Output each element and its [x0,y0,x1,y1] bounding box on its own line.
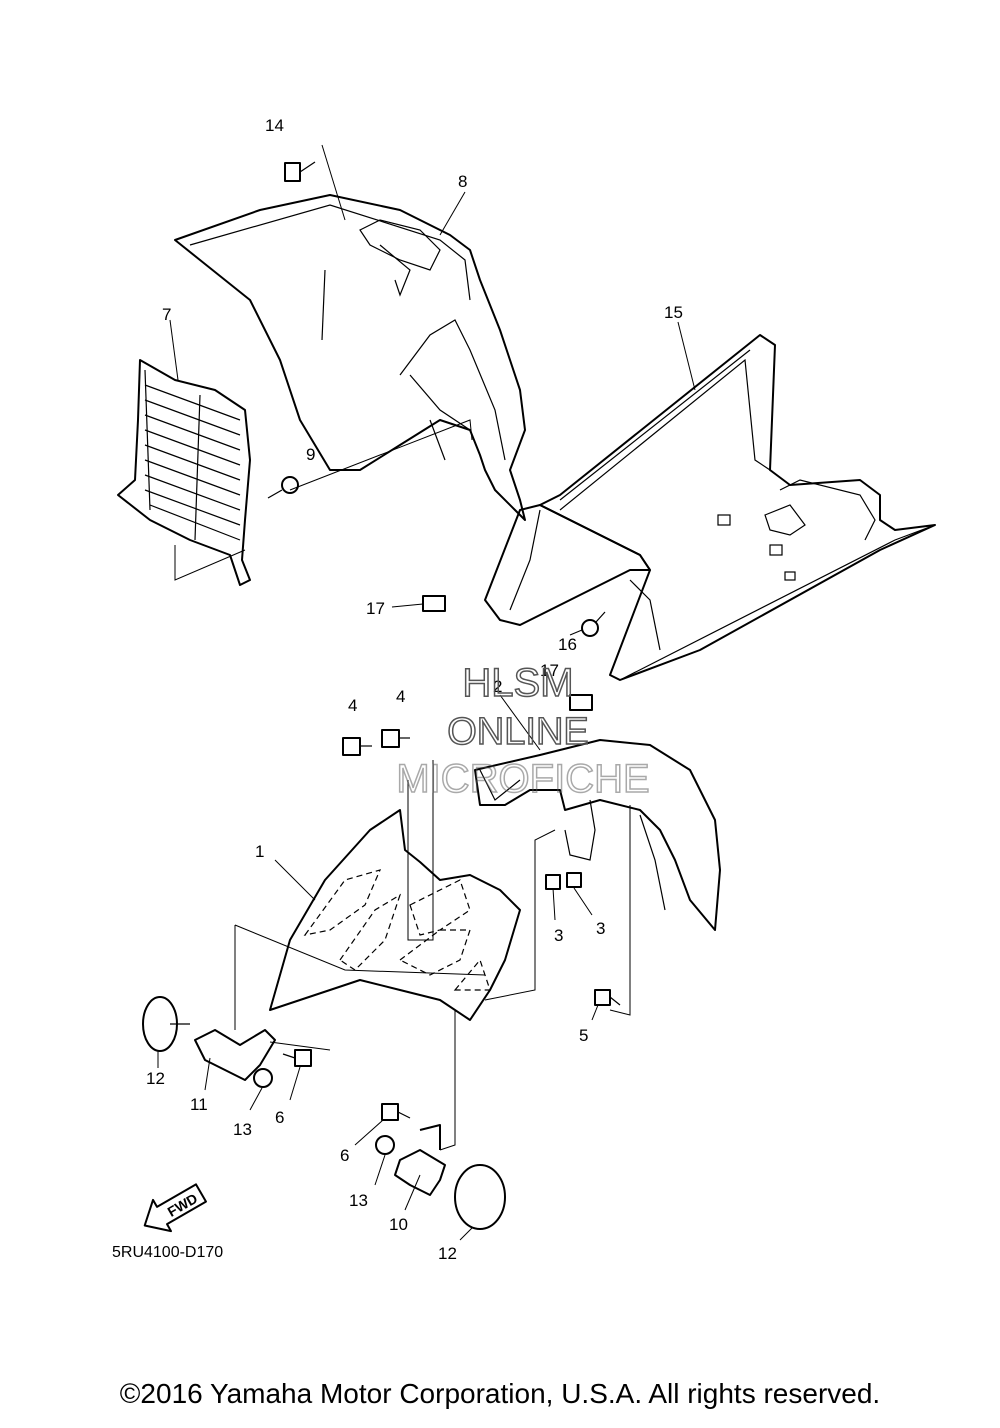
label-6a: 6 [275,1108,284,1127]
bolt-5-icon[interactable] [594,989,621,1006]
label-3a: 3 [554,926,563,945]
label-7: 7 [162,305,171,324]
watermark-line2: ONLINE [447,711,588,753]
label-3b: 3 [596,919,605,938]
label-leaders [157,144,696,1241]
part-12-reflector-left[interactable] [142,996,190,1052]
nut-17-icon[interactable] [422,595,446,612]
label-4a: 4 [348,696,357,715]
label-1: 1 [255,842,264,861]
label-12a: 12 [146,1069,165,1088]
nut-3a-icon[interactable] [545,874,561,890]
part-8-front-cowl[interactable] [174,194,526,521]
label-11: 11 [190,1095,208,1114]
label-6b: 6 [340,1146,349,1165]
bolt-14-icon[interactable] [284,161,316,182]
bolt-6b-icon[interactable] [381,1103,411,1121]
bolt-6a-icon[interactable] [282,1049,312,1067]
watermark-line1: HLSM [462,661,573,705]
nut-13a-icon[interactable] [253,1068,273,1088]
label-17b: 17 [540,661,559,680]
bolt-4a-icon[interactable] [342,737,372,756]
part-15-under-cover[interactable] [484,334,936,681]
part-12-reflector-right[interactable] [454,1164,506,1230]
label-12b: 12 [438,1244,457,1263]
fasteners [253,161,621,1155]
bolt-4b-icon[interactable] [381,729,410,748]
diagram-id: 5RU4100-D170 [112,1244,224,1261]
part-7-grill[interactable] [117,359,251,586]
part-11-bracket[interactable] [194,1029,276,1081]
label-10: 10 [389,1215,408,1234]
copyright-notice: ©2016 Yamaha Motor Corporation, U.S.A. A… [119,1378,881,1409]
part-2-rear-fender[interactable] [474,739,721,931]
label-2: 2 [493,677,502,696]
label-13a: 13 [233,1120,252,1139]
part-labels: 14 8 7 15 9 17 16 17 2 4 4 1 3 3 5 12 11… [146,116,683,1263]
fwd-arrow-icon: FWD [143,1183,207,1233]
label-5: 5 [579,1026,588,1045]
watermark: HLSM ONLINE MICROFICHE [396,660,651,802]
part-10-bracket[interactable] [394,1124,446,1196]
screw-16-icon[interactable] [581,611,606,637]
label-4b: 4 [396,687,405,706]
label-17a: 17 [366,599,385,618]
label-8: 8 [458,172,467,191]
nut-17b-icon[interactable] [569,694,593,711]
watermark-line3: MICROFICHE [396,757,649,801]
label-9: 9 [306,445,315,464]
label-15: 15 [664,303,683,322]
part-1-front-fender[interactable] [269,809,521,1021]
nut-13b-icon[interactable] [375,1135,395,1155]
nut-3b-icon[interactable] [566,872,582,888]
label-13b: 13 [349,1191,368,1210]
assembly-lines [174,419,631,1151]
screw-9-icon[interactable] [267,476,299,499]
label-16: 16 [558,635,577,654]
label-14: 14 [265,116,284,135]
